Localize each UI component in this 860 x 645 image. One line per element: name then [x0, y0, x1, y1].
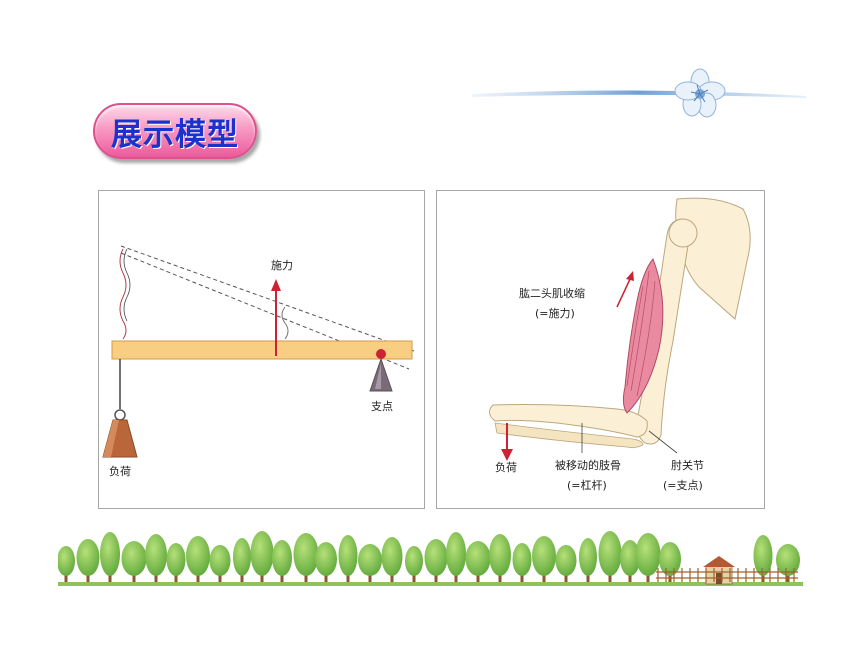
tree-icon	[76, 539, 100, 582]
tree-icon	[446, 532, 466, 582]
fulcrum-label: 支点	[371, 400, 393, 413]
tree-icon	[635, 533, 661, 582]
tree-icon	[598, 531, 622, 582]
flower-icon	[674, 68, 726, 118]
joint-label: 肘关节	[671, 458, 704, 472]
effort-label: 施力	[271, 259, 293, 272]
tree-icon	[58, 546, 75, 582]
tree-row-decoration	[58, 531, 803, 586]
tree-icon	[145, 534, 167, 582]
fence-icon	[656, 568, 798, 582]
bone-label: 被移动的肢骨	[555, 458, 621, 472]
tree-icon	[272, 540, 292, 582]
forearm-bone	[489, 404, 648, 438]
biceps-muscle	[622, 258, 664, 414]
tree-icon	[100, 532, 120, 582]
tree-icon	[579, 538, 597, 582]
flower-divider	[472, 68, 806, 118]
tree-icon	[659, 542, 681, 582]
load-label: 负荷	[109, 464, 131, 478]
muscle-note: (=施力)	[535, 307, 575, 320]
lever-diagram-panel: 施力 支点 负荷	[98, 190, 425, 509]
tree-icon	[293, 533, 319, 582]
tree-icon	[512, 543, 532, 582]
tree-icon	[186, 536, 210, 582]
fulcrum-pivot	[376, 349, 386, 359]
tree-icon	[381, 537, 403, 582]
load-hook	[114, 409, 126, 421]
tree-icon	[532, 536, 556, 582]
bone-note: (=杠杆)	[567, 478, 607, 492]
tree-icon	[121, 541, 147, 582]
dashed-line-lower	[120, 252, 410, 370]
tree-icon	[776, 544, 800, 582]
lever-diagram: 施力 支点 负荷	[102, 245, 415, 478]
shoulder-joint	[668, 218, 698, 248]
load-arrow-head	[501, 449, 513, 461]
tree-icon	[209, 545, 231, 582]
tree-icon	[620, 540, 640, 582]
tree-icon	[489, 534, 511, 582]
tree-icon	[358, 544, 382, 582]
muscle-label: 肱二头肌收缩	[519, 286, 585, 300]
tree-icon	[250, 531, 274, 582]
tree-icon	[405, 546, 423, 582]
effort-arrow-head	[271, 279, 281, 291]
tree-icon	[166, 543, 186, 582]
joint-note: (=支点)	[663, 479, 703, 492]
load-label: 负荷	[495, 460, 517, 474]
lever-beam	[111, 340, 413, 360]
page-title: 展示模型	[111, 116, 239, 153]
title-badge: 展示模型	[93, 103, 257, 159]
tree-icon	[555, 545, 577, 582]
dashed-line-upper	[120, 245, 415, 352]
tree-icon	[424, 539, 448, 582]
arm-diagram-panel: 肱二头肌收缩 (=施力) 负荷 被移动的肢骨 (=杠杆) 肘关节 (=支点)	[436, 190, 765, 509]
tree-icon	[233, 538, 251, 582]
arm-diagram: 肱二头肌收缩 (=施力) 负荷 被移动的肢骨 (=杠杆) 肘关节 (=支点)	[489, 197, 751, 492]
tree-icon	[338, 535, 358, 582]
tree-icon	[315, 542, 337, 582]
rope-motion-line	[119, 248, 127, 340]
muscle-force-arrow	[616, 276, 632, 308]
scapula-bone	[675, 197, 751, 320]
house-icon	[703, 556, 735, 585]
tree-icon	[753, 535, 773, 582]
tree-icon	[465, 541, 491, 582]
